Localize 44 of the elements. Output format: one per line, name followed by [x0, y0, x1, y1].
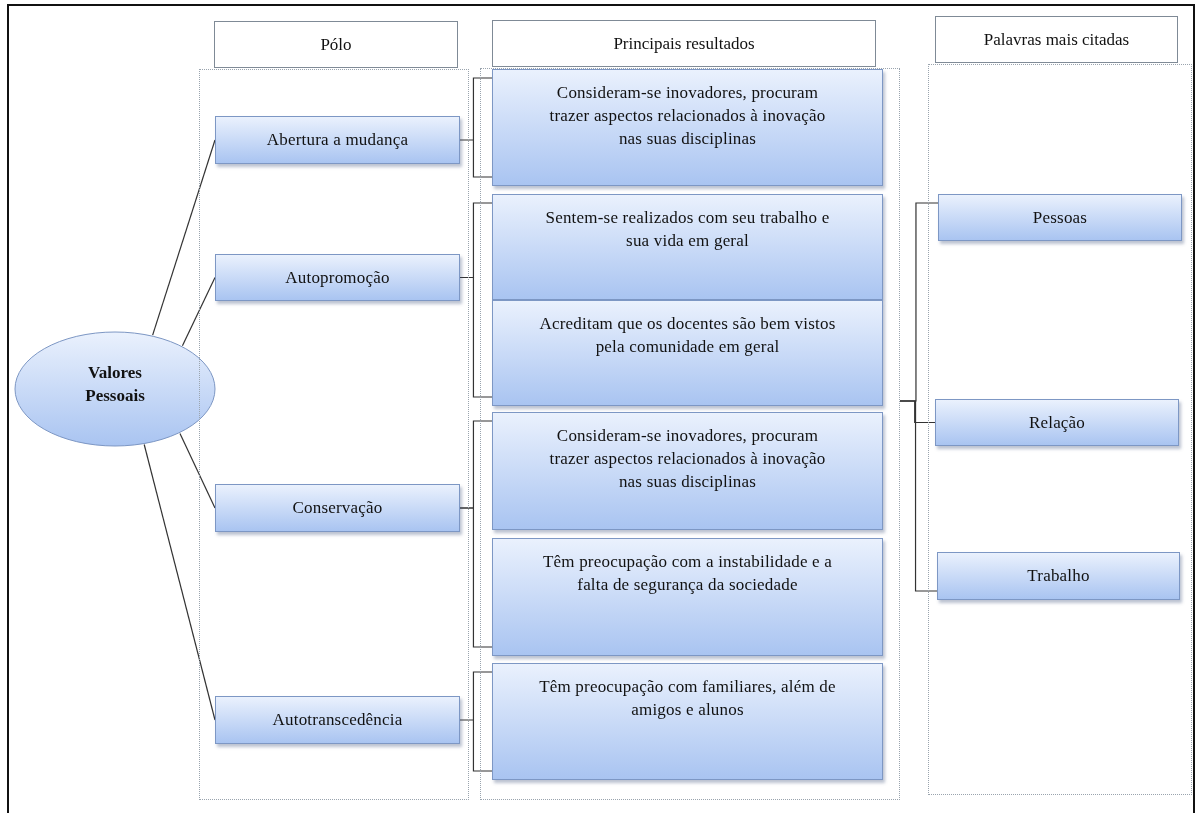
column-panel	[928, 64, 1192, 795]
process-box	[935, 399, 1179, 446]
node-label: Relação	[1027, 412, 1087, 434]
column-title: Palavras mais citadas	[982, 29, 1131, 51]
bracket-connector	[459, 507, 493, 648]
bracket-connector	[899, 400, 938, 592]
process-box	[938, 194, 1182, 241]
node-label: Conservação	[291, 497, 384, 519]
process-box	[492, 69, 883, 186]
node-label: Têm preocupação com familiares, além de amigos e alunos	[538, 676, 837, 721]
ellipse-node	[14, 331, 216, 447]
column-header	[935, 16, 1178, 63]
column-panel	[199, 69, 469, 800]
bracket-connector	[459, 77, 493, 178]
node-label: Abertura a mudança	[265, 129, 410, 151]
column-title: Pólo	[319, 34, 353, 56]
process-box	[492, 194, 883, 300]
node-label: Pessoas	[1031, 207, 1089, 229]
process-box	[215, 696, 460, 744]
bracket-connector	[459, 671, 493, 772]
process-box	[492, 538, 883, 656]
process-box	[215, 254, 460, 301]
process-box	[215, 484, 460, 532]
node-label: Consideram-se inovadores, procuram trazer aspectos relacionados à inovação nas suas disciplinas	[548, 82, 827, 150]
column-header	[492, 20, 876, 67]
process-box	[492, 300, 883, 406]
bracket-connector	[459, 276, 493, 398]
column-title: Principais resultados	[612, 33, 756, 55]
node-label: Consideram-se inovadores, procuram trazer aspectos relacionados à inovação nas suas disciplinas	[548, 425, 827, 493]
column-panel	[480, 68, 900, 800]
column-header	[214, 21, 458, 68]
node-label: Sentem-se realizados com seu trabalho e sua vida em geral	[544, 207, 831, 252]
connector-line	[152, 139, 216, 336]
node-label: Autotranscedência	[271, 709, 404, 731]
process-box	[215, 116, 460, 164]
node-label: Autopromoção	[284, 267, 391, 289]
connector-line	[181, 276, 216, 347]
process-box	[492, 412, 883, 530]
node-label: Trabalho	[1026, 565, 1091, 587]
node-label: Valores Pessoais	[84, 362, 146, 407]
node-label: Têm preocupação com a instabilidade e a falta de segurança da sociedade	[541, 551, 834, 596]
process-box	[492, 663, 883, 780]
node-label: Acreditam que os docentes são bem vistos pela comunidade em geral	[538, 313, 837, 358]
process-box	[937, 552, 1180, 600]
